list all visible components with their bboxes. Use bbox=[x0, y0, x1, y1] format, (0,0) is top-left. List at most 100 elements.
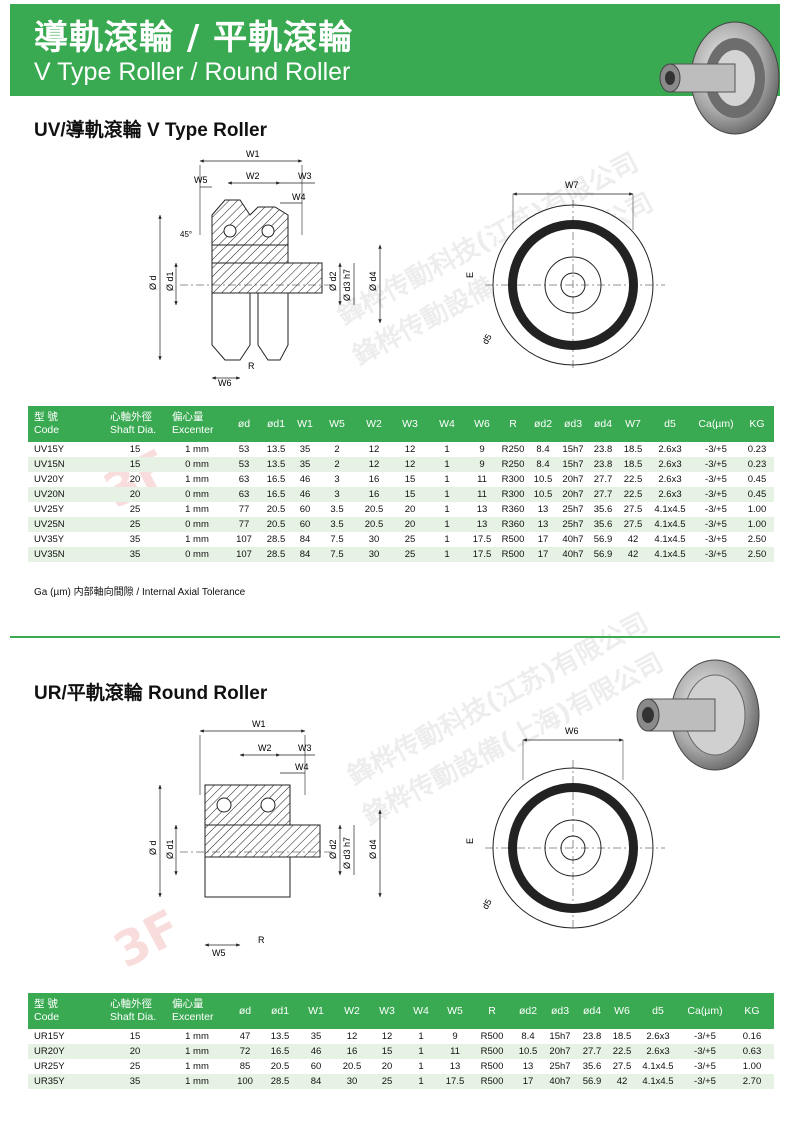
table-cell: 1 bbox=[418, 1031, 424, 1042]
table-cell: 25 bbox=[129, 504, 141, 515]
table-cell: 15 bbox=[129, 1031, 141, 1042]
table-cell: 17.5 bbox=[466, 547, 498, 562]
table-cell: 0.45 bbox=[740, 487, 774, 502]
table-cell: 0.16 bbox=[742, 1031, 762, 1042]
table-cell: UV35N bbox=[28, 547, 104, 562]
table-cell: 85 bbox=[239, 1061, 251, 1072]
table-cell: 1 bbox=[428, 517, 466, 532]
table-cell: 30 bbox=[334, 1074, 370, 1089]
table-cell: 16.5 bbox=[262, 1044, 298, 1059]
ur-th-w6: W6 bbox=[608, 993, 636, 1029]
table-cell: 1 bbox=[444, 504, 450, 515]
table-cell: 20 bbox=[104, 1044, 166, 1059]
table-cell: 10.5 bbox=[512, 1044, 544, 1059]
table-cell: R500 bbox=[498, 547, 528, 562]
table-cell: 12 bbox=[368, 444, 380, 455]
table-cell: 56.9 bbox=[593, 534, 613, 545]
table-cell: UV15Y bbox=[34, 444, 65, 455]
table-cell: UV20N bbox=[28, 487, 104, 502]
ur-label-w4: W4 bbox=[295, 762, 309, 772]
table-cell: 60 bbox=[292, 517, 318, 532]
table-cell: -3/+5 bbox=[705, 504, 727, 515]
table-cell: R360 bbox=[501, 504, 525, 515]
uv-label-r: R bbox=[248, 361, 255, 371]
table-cell: 11 bbox=[477, 474, 487, 485]
table-cell: 23.8 bbox=[593, 444, 613, 455]
table-cell: -3/+5 bbox=[705, 474, 727, 485]
ur-th-ca: Ca(µm) bbox=[680, 993, 730, 1029]
table-cell: 46 bbox=[299, 474, 311, 485]
uv-label-w4: W4 bbox=[292, 192, 306, 202]
uv-th-d2: ød2 bbox=[528, 406, 558, 442]
table-cell: 56.9 bbox=[588, 547, 618, 562]
uv-th-w4: W4 bbox=[428, 406, 466, 442]
table-cell: 35 bbox=[292, 457, 318, 472]
table-cell: 20.5 bbox=[260, 517, 292, 532]
table-cell: UV25Y bbox=[34, 504, 65, 515]
table-cell: 9 bbox=[466, 457, 498, 472]
v-roller-product-photo bbox=[659, 21, 780, 135]
table-cell: 11 bbox=[438, 1044, 472, 1059]
uv-th-w3: W3 bbox=[392, 406, 428, 442]
table-cell: 16 bbox=[334, 1044, 370, 1059]
table-cell: 1 mm bbox=[166, 1074, 228, 1089]
uv-section-drawing: W1 W2 W3 W4 W5 Ø d Ø d1 Ø d2 Ø d3 h7 Ø d… bbox=[148, 149, 382, 388]
table-cell: 25 bbox=[370, 1074, 404, 1089]
table-cell: 17 bbox=[528, 547, 558, 562]
ur-label-w6: W6 bbox=[565, 726, 579, 736]
uv-th-w6: W6 bbox=[466, 406, 498, 442]
table-cell: 1 mm bbox=[185, 504, 209, 515]
table-cell: R500 bbox=[501, 534, 525, 545]
table-cell: 47 bbox=[239, 1031, 251, 1042]
table-cell: UV20Y bbox=[34, 474, 65, 485]
table-cell: R360 bbox=[498, 517, 528, 532]
table-cell: 0 mm bbox=[166, 457, 228, 472]
ur-label-w2: W2 bbox=[258, 743, 272, 753]
table-cell: 20.5 bbox=[356, 517, 392, 532]
table-cell: 27.5 bbox=[612, 1061, 632, 1072]
table-cell: 107 bbox=[228, 547, 260, 562]
ur-label-w5: W5 bbox=[212, 948, 226, 958]
table-cell: 1 mm bbox=[185, 1061, 209, 1072]
table-cell: 20 bbox=[404, 504, 416, 515]
table-cell: 4.1x4.5 bbox=[648, 517, 692, 532]
ur-section-drawing: W1 W2 W3 W4 Ø d Ø d1 Ø d2 Ø d3 h7 Ø d4 W… bbox=[148, 719, 382, 958]
table-cell: 18.5 bbox=[612, 1031, 632, 1042]
table-cell: 1 bbox=[444, 534, 450, 545]
table-cell: 15h7 bbox=[562, 444, 584, 455]
uv-th-d5: d5 bbox=[648, 406, 692, 442]
table-cell: 16.5 bbox=[266, 474, 286, 485]
table-cell: 8.4 bbox=[528, 457, 558, 472]
uv-th-r: R bbox=[498, 406, 528, 442]
table-cell: 20.5 bbox=[342, 1061, 362, 1072]
table-cell: 3 bbox=[318, 487, 356, 502]
table-cell: 17 bbox=[537, 534, 549, 545]
table-cell: 107 bbox=[236, 534, 252, 545]
table-cell: 12 bbox=[381, 1031, 393, 1042]
table-cell: 15h7 bbox=[549, 1031, 571, 1042]
table-cell: 25h7 bbox=[549, 1061, 571, 1072]
table-cell: 20.5 bbox=[270, 1061, 290, 1072]
table-cell: 4.1x4.5 bbox=[642, 1061, 674, 1072]
ur-section-title: UR/平軌滾輪 Round Roller bbox=[34, 683, 268, 704]
ur-th-d2: ød2 bbox=[512, 993, 544, 1029]
table-cell: 2.50 bbox=[740, 547, 774, 562]
table-cell: 15 bbox=[129, 444, 141, 455]
uv-label-angle: 45° bbox=[180, 230, 192, 239]
table-cell: R300 bbox=[501, 474, 525, 485]
table-cell: UR20Y bbox=[28, 1044, 104, 1059]
table-cell: 25 bbox=[104, 517, 166, 532]
table-cell: 27.7 bbox=[576, 1044, 608, 1059]
ur-label-e: E bbox=[465, 838, 475, 844]
table-cell: 1 bbox=[444, 444, 450, 455]
table-cell: 35 bbox=[104, 547, 166, 562]
table-cell: 20 bbox=[129, 474, 141, 485]
table-cell: 1 bbox=[444, 474, 450, 485]
table-cell: 13 bbox=[449, 1061, 461, 1072]
